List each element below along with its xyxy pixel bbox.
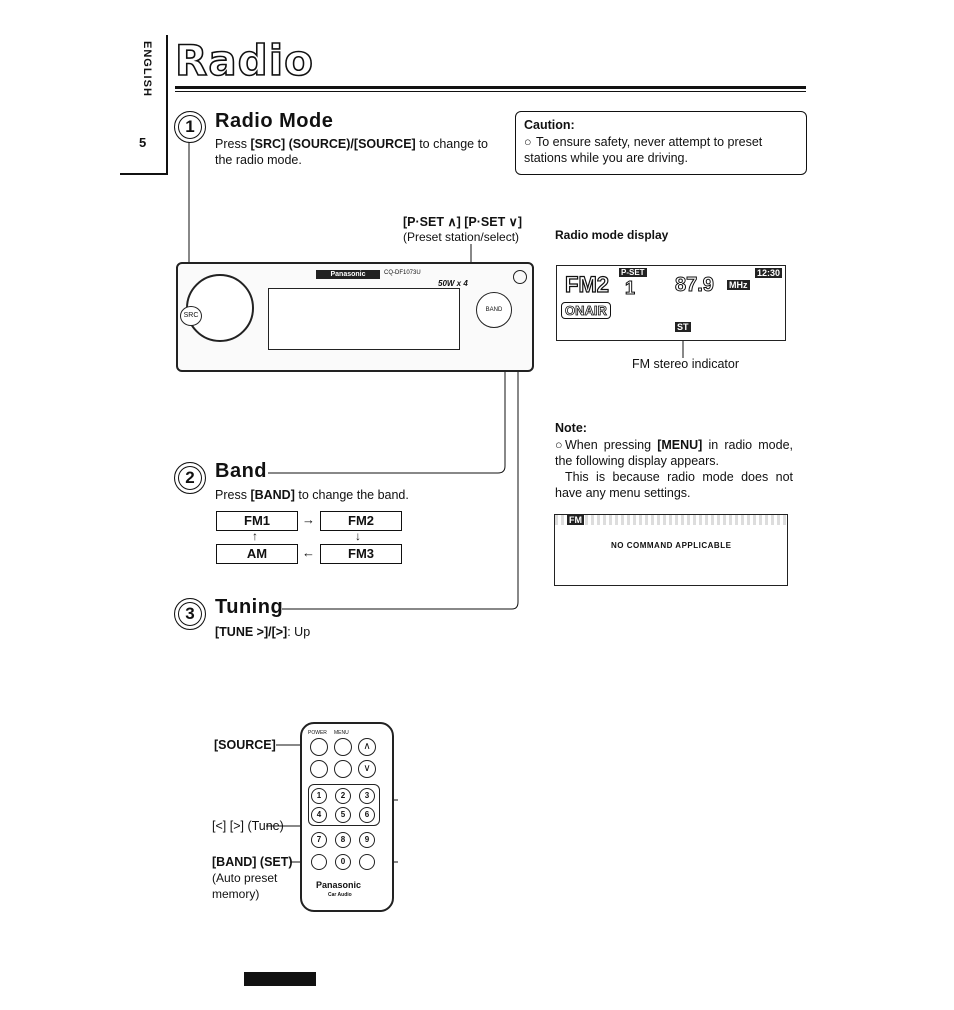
remote-control: POWER MENU ∧ ∨ 1 2 3 4 5 6 7 8 9 0 Panas…: [300, 722, 394, 912]
remote-mute-button[interactable]: [310, 760, 328, 778]
remote-band-button[interactable]: [311, 854, 327, 870]
lcd-top-strip: [555, 515, 787, 525]
remote-tune-label: [<] [>] (Tune): [212, 819, 284, 833]
arrow-left-icon: ←: [302, 545, 315, 560]
remote-key-0[interactable]: 0: [335, 854, 351, 870]
head-unit: SRC Panasonic CQ-DF1073U 50W x 4 BAND: [176, 262, 534, 372]
brand-logo: Panasonic: [316, 270, 380, 279]
remote-mid-button[interactable]: [334, 760, 352, 778]
lcd-pset-tag: P-SET: [619, 268, 647, 277]
step-2-heading: Band: [215, 460, 267, 482]
arrow-down-icon: ↓: [355, 529, 361, 543]
eject-icon[interactable]: [513, 270, 527, 284]
lcd-frequency: 87.9: [675, 274, 715, 297]
step-2-number: 2: [174, 462, 206, 494]
title-rule-thin: [175, 91, 806, 92]
remote-brand: Panasonic: [316, 880, 362, 890]
model-label: CQ-DF1073U: [384, 270, 421, 276]
remote-key-9[interactable]: 9: [359, 832, 375, 848]
band-fm2: FM2: [320, 511, 402, 531]
remote-key-6[interactable]: 6: [359, 807, 375, 823]
band-fm1: FM1: [216, 511, 298, 531]
page-number: 5: [139, 135, 147, 150]
remote-band-label: [BAND] (SET): [212, 855, 293, 869]
band-button[interactable]: BAND: [476, 292, 512, 328]
remote-band-sub1: (Auto preset: [212, 871, 278, 885]
band-am: AM: [216, 544, 298, 564]
lcd-clock: 12:30: [755, 268, 783, 278]
remote-key-5[interactable]: 5: [335, 807, 351, 823]
remote-disp-button[interactable]: [359, 854, 375, 870]
step-3-text: [TUNE >]/[>]: Up: [215, 625, 311, 639]
menu-lcd-message: NO COMMAND APPLICABLE: [611, 541, 732, 550]
note-text: ○When pressing [MENU] in radio mode, the…: [555, 438, 793, 500]
band-fm3: FM3: [320, 544, 402, 564]
remote-menu-label: MENU: [334, 730, 349, 736]
step-1-text: Press [SRC] (SOURCE)/[SOURCE] to change …: [215, 137, 488, 167]
remote-sel-button[interactable]: [334, 738, 352, 756]
language-label: ENGLISH: [141, 41, 153, 97]
remote-key-3[interactable]: 3: [359, 788, 375, 804]
pset-label: [P·SET ∧] [P·SET ∨]: [403, 215, 522, 229]
sidebar-underline: [120, 173, 166, 175]
remote-down-button[interactable]: ∨: [358, 760, 376, 778]
src-button[interactable]: SRC: [180, 306, 202, 326]
power-label: 50W x 4: [438, 279, 468, 288]
step-3-number: 3: [174, 598, 206, 630]
step-1-heading: Radio Mode: [215, 110, 334, 132]
remote-source-button[interactable]: [310, 738, 328, 756]
title-rule: [175, 86, 806, 89]
footer-bar: [244, 972, 316, 986]
menu-lcd-band: FM: [567, 515, 584, 525]
radio-display-label: Radio mode display: [555, 228, 669, 242]
remote-up-button[interactable]: ∧: [358, 738, 376, 756]
remote-key-2[interactable]: 2: [335, 788, 351, 804]
remote-key-7[interactable]: 7: [311, 832, 327, 848]
language-sidebar: ENGLISH 5: [120, 35, 168, 175]
lcd-band: FM2: [564, 271, 609, 297]
remote-key-8[interactable]: 8: [335, 832, 351, 848]
lcd-preset: 1: [624, 278, 636, 299]
remote-power-label: POWER: [308, 730, 327, 736]
display-window: [268, 288, 460, 350]
remote-key-4[interactable]: 4: [311, 807, 327, 823]
arrow-right-icon: →: [302, 512, 315, 527]
note-heading: Note:: [555, 421, 587, 435]
fm-stereo-caption: FM stereo indicator: [632, 357, 739, 371]
caution-box: Caution: ○To ensure safety, never attemp…: [515, 111, 807, 175]
remote-key-1[interactable]: 1: [311, 788, 327, 804]
caution-text: ○To ensure safety, never attempt to pres…: [524, 135, 763, 165]
radio-lcd: FM2 P-SET 1 87.9 MHz 12:30 ONAIR ST: [556, 265, 786, 341]
remote-subbrand: Car Audio: [328, 892, 352, 898]
step-3-heading: Tuning: [215, 596, 284, 618]
step-2-text: Press [BAND] to change the band.: [215, 488, 409, 502]
step-1-number: 1: [174, 111, 206, 143]
remote-numpad-top: [308, 784, 380, 826]
remote-source-label: [SOURCE]: [214, 738, 276, 752]
pset-sublabel: (Preset station/select): [403, 230, 520, 244]
caution-heading: Caution:: [524, 118, 575, 132]
lcd-st-indicator: ST: [675, 322, 691, 332]
lcd-unit: MHz: [727, 280, 750, 290]
arrow-up-icon: ↑: [252, 529, 258, 543]
menu-lcd: FM NO COMMAND APPLICABLE: [554, 514, 788, 586]
page-title: Radio: [174, 35, 314, 86]
remote-band-sub2: memory): [212, 887, 260, 901]
lcd-onair: ONAIR: [561, 302, 611, 319]
